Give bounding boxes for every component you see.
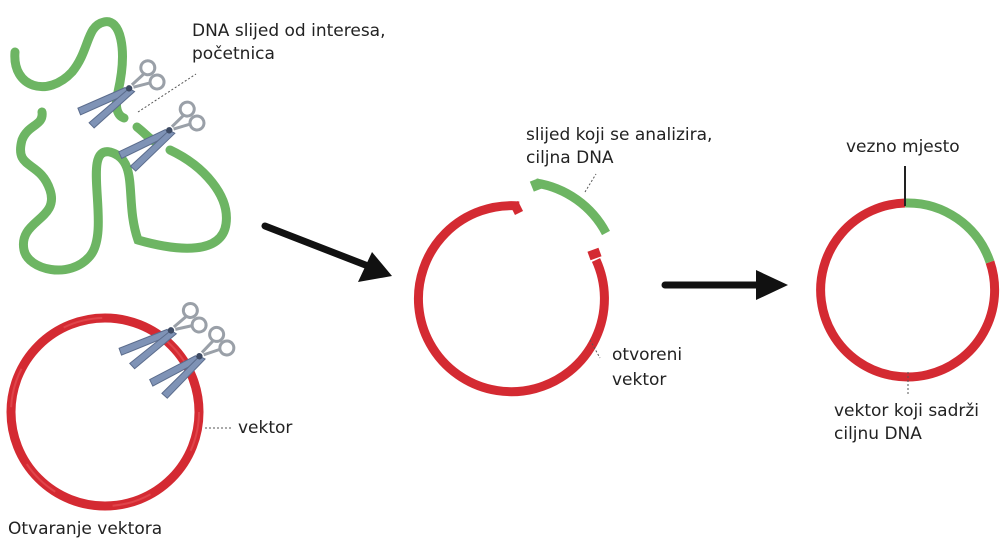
- arrow-right-icon: [261, 222, 392, 282]
- open-vector-label-line2: vektor: [612, 370, 667, 390]
- recombinant-vector-target-arc: [904, 198, 995, 264]
- result-vector-label-line1: vektor koji sadrži: [834, 401, 980, 421]
- open-vector-label-line1: otvoreni: [612, 345, 683, 365]
- opened-vector: [413, 200, 609, 397]
- result-vector-label-line2: ciljnu DNA: [834, 424, 922, 444]
- opening-vector-caption: Otvaranje vektora: [8, 519, 163, 539]
- source-dna-lower-fragment: [16, 107, 231, 275]
- intact-vector-ring: [6, 313, 204, 511]
- opened-vector-ring: [413, 201, 609, 397]
- binding-site-label: vezno mjesto: [846, 137, 960, 157]
- target-dna-label-line1: slijed koji se analizira,: [526, 125, 713, 145]
- source-dna-upper-fragment: [10, 17, 129, 123]
- dna-source-label-line2: početnica: [192, 44, 275, 64]
- target-dna-label-line2: ciljna DNA: [526, 148, 614, 168]
- arrow-right-icon: [661, 270, 788, 300]
- open-vector-leader-line: [589, 339, 601, 359]
- recombinant-vector: [816, 198, 1000, 382]
- recombinant-vector-red-arc: [816, 198, 1000, 382]
- target-dna-fragment: [529, 178, 610, 236]
- target-leader-line: [584, 173, 597, 193]
- vector-label: vektor: [238, 418, 293, 438]
- dna-source-label-line1: DNA slijed od interesa,: [192, 21, 386, 41]
- dna-source-leader-line: [137, 73, 197, 113]
